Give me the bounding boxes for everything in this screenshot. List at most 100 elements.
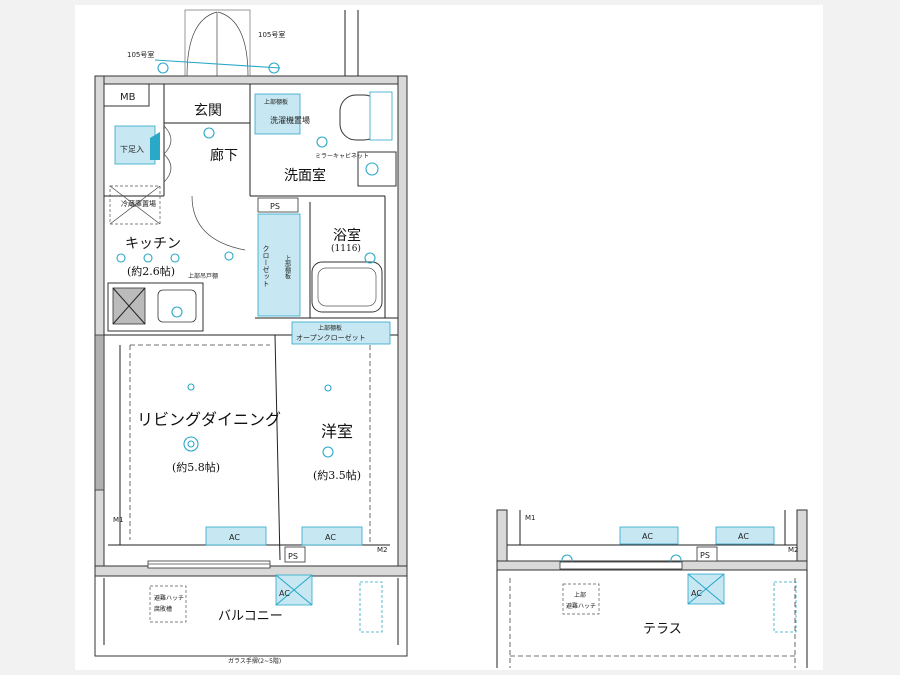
light-hall [224,251,234,261]
left-wall [94,75,105,577]
room-105b-label: 105号室 [127,50,154,59]
meter-symbol-1 [157,62,169,74]
evac-hatch-label-2: 腐敗槽 [154,605,172,613]
open-closet [291,321,391,345]
terrace-m1-label: M1 [525,514,536,522]
upper-shelf-label: 上部棚板 [264,98,288,106]
terrace-ac-1-label: AC [642,532,653,541]
kitchen-sink [157,289,197,323]
glass-rail-label: ガラス手摺(2~5階) [228,657,281,665]
outlet-living [187,383,195,391]
western-room-label: 洋室 [321,422,353,441]
terrace-ps-box [696,546,718,562]
m1-label: M1 [113,516,124,524]
ps-shaft [257,197,299,213]
kitchen-size: (約2.6帖) [127,264,175,278]
light-living-inner [187,440,195,448]
top-wall [94,75,408,85]
terrace-ac-2 [715,526,775,545]
living-bedroom-wall [274,334,281,561]
bathtub-inner [317,267,377,307]
open-closet-label: オープンクローゼット [296,333,366,342]
closet-label: クローゼット [262,245,270,287]
toilet-tank [369,91,393,141]
terrace-evac-label-2: 避難ハッチ [566,602,596,610]
shoe-cabinet [114,125,156,165]
balcony-label: バルコニー [218,609,283,624]
closet-shelf-label: 上部棚板 [284,254,291,280]
terrace-evac-label-1: 上部 [574,591,586,599]
ac-outdoor-balcony-2 [359,581,383,633]
kitchen-faucet [171,306,183,318]
open-closet-shelf-label: 上部棚板 [318,324,342,332]
shoe-cabinet-marker [150,132,160,160]
ac-living [205,526,267,546]
bathroom-size: (1116) [331,243,361,254]
hallway-label: 廊下 [210,147,238,164]
ac-outdoor-x2 [275,574,313,606]
upper-cupboard-label: 上部吊戸棚 [188,272,218,280]
m2-label: M2 [377,546,388,554]
living-size: (約5.8帖) [172,460,220,474]
mirror-cabinet-label: ミラーキャビネット [315,152,369,160]
bath-faucet [364,252,376,264]
terrace-ac-outdoor-x2 [687,573,725,605]
fridge-x2 [109,185,161,225]
light-kitchen-3 [170,253,180,263]
room-105-label: 105号室 [258,30,285,39]
light-living [183,436,199,452]
evac-hatch-label: 避難ハッチ [154,594,184,602]
washroom-label: 洗面室 [284,167,326,184]
light-kitchen-1 [116,253,126,263]
mb-label: MB [120,92,136,103]
balcony-window [147,560,271,569]
shoe-cabinet-label: 下足入 [120,145,144,154]
balcony [94,575,408,657]
light-kitchen-2 [143,253,153,263]
wash-basin [357,151,397,187]
ps-label: PS [270,202,280,211]
closet [257,213,301,317]
terrace-m2-label: M2 [788,546,799,554]
fridge-space [109,185,161,225]
mb-closet [103,83,150,107]
terrace-ac-2-label: AC [738,532,749,541]
meter-symbol-2 [268,62,280,74]
terrace-evac-hatch [562,583,600,615]
western-room-size: (約3.5帖) [313,468,361,482]
light-washroom [316,136,328,148]
terrace-window [559,561,683,570]
terrace-ac-1 [619,526,679,545]
meter-line [154,59,281,69]
ps2-label: PS [288,552,298,561]
washer-label: 洗濯機置場 [270,115,310,125]
kitchen-door-swing [191,195,246,251]
terrace-label: テラス [643,622,682,637]
washer-space [254,93,301,135]
ac-bedroom [301,526,363,546]
light-bedroom [322,446,334,458]
right-wall [397,75,408,577]
fridge-label: 冷蔵庫置場 [121,199,156,208]
evac-hatch [149,585,187,623]
terrace-ac-outdoor-label: AC [691,589,702,598]
wash-basin-drain [365,162,379,176]
bathtub [311,261,383,313]
stove-x2 [112,287,146,325]
hatched-wall [94,334,105,491]
ac-living-label: AC [229,533,240,542]
kitchen-label: キッチン [125,236,181,252]
ac-outdoor-label: AC [279,589,290,598]
closet-door-swing [163,125,172,183]
entrance-label: 玄関 [194,102,222,119]
ps2-box [284,546,306,563]
terrace-ps-label: PS [700,551,710,560]
light-entrance [203,127,215,139]
entry-porch [184,9,251,77]
terrace-ac-outdoor-2 [773,581,797,633]
living-label: リビングダイニング [137,410,281,429]
entry-door-swing [186,11,249,77]
outlet-bedroom [324,384,332,392]
bathroom-label: 浴室 [333,227,361,244]
